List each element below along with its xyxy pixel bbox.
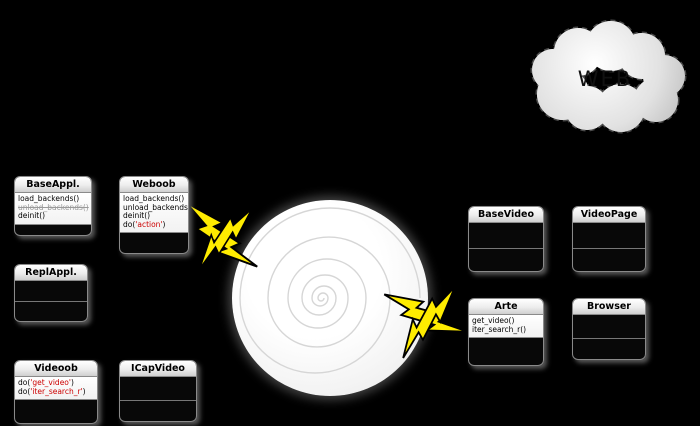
class-empty-compartment <box>120 233 188 253</box>
class-methods: do('get_video')do('iter_search_r') <box>15 377 97 401</box>
class-box-icapvideo: ICapVideo <box>119 360 197 422</box>
class-empty-compartment <box>15 281 87 303</box>
method-text: iter_search_r() <box>472 324 527 334</box>
method-text: do('iter_search_r') <box>18 386 86 396</box>
class-methods: load_backends()unload_backends()deinit()… <box>120 193 189 234</box>
class-box-basevideo: BaseVideo <box>468 206 544 272</box>
cloud-body <box>532 21 685 132</box>
class-empty-compartment <box>573 315 645 339</box>
class-title: Arte <box>469 299 543 315</box>
method-text: unload_backends() <box>18 202 89 212</box>
class-box-arte: Arte get_video()iter_search_r() <box>468 298 544 366</box>
class-empty-compartment <box>573 223 645 249</box>
class-box-browser: Browser <box>572 298 646 360</box>
class-box-weboob: Weboob load_backends()unload_backends()d… <box>119 176 189 254</box>
class-empty-compartment <box>15 225 91 235</box>
spiral-curve <box>239 207 421 374</box>
web-cloud: WEB <box>530 19 687 134</box>
method-text: load_backends() <box>18 194 80 203</box>
class-title: ReplAppl. <box>15 265 87 281</box>
class-empty-compartment <box>15 400 97 423</box>
spiral-shape <box>232 200 428 396</box>
class-title: ICapVideo <box>120 361 196 377</box>
class-box-videoob: Videoob do('get_video')do('iter_search_r… <box>14 360 98 424</box>
class-title: Browser <box>573 299 645 315</box>
class-empty-compartment <box>15 302 87 321</box>
class-empty-compartment <box>573 249 645 271</box>
method-text: get_video() <box>472 316 515 325</box>
method-text: do('get_video') <box>18 378 74 387</box>
method-text: load_backends() <box>123 194 185 203</box>
class-empty-compartment <box>120 401 196 421</box>
class-box-replappl: ReplAppl. <box>14 264 88 322</box>
class-title: Videoob <box>15 361 97 377</box>
class-title: Weboob <box>120 177 188 193</box>
method-text: deinit() <box>123 211 151 221</box>
class-empty-compartment <box>469 249 543 271</box>
web-label: WEB <box>578 67 632 91</box>
method-text: deinit() <box>18 211 46 221</box>
class-box-baseappl: BaseAppl. load_backends()unload_backends… <box>14 176 92 236</box>
method-text: do('action') <box>123 219 166 229</box>
class-methods: load_backends()unload_backends()deinit() <box>15 193 91 225</box>
class-box-videopage: VideoPage <box>572 206 646 272</box>
class-methods: get_video()iter_search_r() <box>469 315 543 339</box>
method-text: unload_backends() <box>123 202 189 212</box>
class-empty-compartment <box>573 339 645 359</box>
class-title: BaseAppl. <box>15 177 91 193</box>
class-empty-compartment <box>469 338 543 365</box>
class-title: VideoPage <box>573 207 645 223</box>
class-empty-compartment <box>120 377 196 401</box>
class-empty-compartment <box>469 223 543 249</box>
class-title: BaseVideo <box>469 207 543 223</box>
